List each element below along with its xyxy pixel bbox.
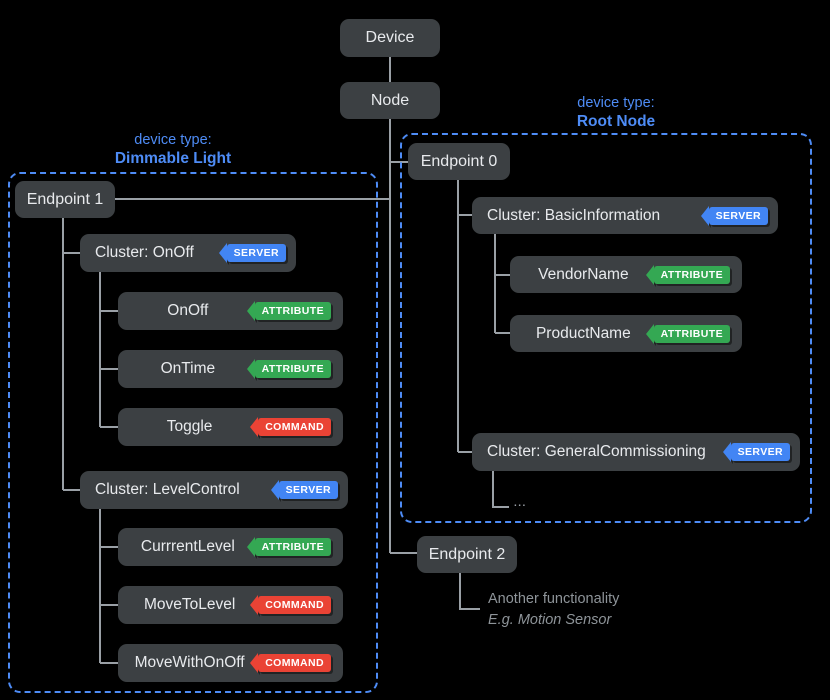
row-currrentlevel: CurrrentLevel ATTRIBUTE (118, 528, 343, 566)
attribute-badge: ATTRIBUTE (653, 265, 730, 284)
server-badge: SERVER (708, 206, 768, 225)
caption-line1: device type: (577, 95, 655, 111)
ellipsis-text: ... (514, 498, 527, 509)
box-label: Cluster: BasicInformation (487, 206, 661, 224)
box-label: Device (365, 29, 415, 46)
caption-line2: Dimmable Light (114, 150, 232, 168)
attribute-badge: ATTRIBUTE (653, 324, 730, 343)
cluster-levelcontrol-box: Cluster: LevelControl SERVER (80, 471, 348, 509)
command-badge: COMMAND (258, 596, 331, 614)
cluster-onoff-box: Cluster: OnOff SERVER (80, 234, 296, 272)
group-dimmable-light-outline (8, 172, 378, 693)
box-label: Cluster: OnOff (95, 244, 194, 261)
command-badge: COMMAND (258, 418, 331, 436)
box-label: VendorName (538, 265, 629, 283)
box-label: Toggle (166, 418, 213, 435)
box-label: MoveWithOnOff (134, 654, 245, 671)
box-label: OnTime (160, 360, 216, 377)
box-label: Cluster: GeneralCommissioning (487, 443, 706, 460)
server-badge: SERVER (730, 443, 790, 461)
row-toggle: Toggle COMMAND (118, 408, 343, 446)
device-box: Device (340, 19, 440, 57)
group-root-node-outline (400, 133, 812, 523)
attribute-badge: ATTRIBUTE (254, 302, 331, 320)
row-productname: ProductName ATTRIBUTE (510, 315, 742, 352)
box-label: MoveToLevel (143, 596, 236, 613)
box-label: Cluster: LevelControl (95, 481, 240, 498)
server-badge: SERVER (226, 244, 286, 262)
box-label: OnOff (167, 302, 209, 319)
cluster-basicinformation-box: Cluster: BasicInformation SERVER (472, 197, 778, 234)
command-badge: COMMAND (258, 654, 331, 672)
attribute-badge: ATTRIBUTE (254, 360, 331, 378)
box-label: Endpoint 1 (26, 190, 104, 208)
caption-root-node: device type: Root Node (481, 94, 751, 132)
box-label: Endpoint 2 (428, 545, 506, 563)
endpoint-2-box: Endpoint 2 (417, 536, 517, 573)
caption-dimmable-light: device type: Dimmable Light (38, 131, 308, 169)
row-onoff: OnOff ATTRIBUTE (118, 292, 343, 330)
node-box: Node (340, 82, 440, 119)
attribute-badge: ATTRIBUTE (254, 538, 331, 556)
box-label: Endpoint 0 (420, 152, 498, 170)
row-movetolevel: MoveToLevel COMMAND (118, 586, 343, 624)
endpoint-0-box: Endpoint 0 (408, 143, 510, 180)
caption-line2: Root Node (576, 113, 656, 131)
note-line2: E.g. Motion Sensor (488, 612, 612, 629)
caption-line1: device type: (134, 132, 212, 148)
row-ontime: OnTime ATTRIBUTE (118, 350, 343, 388)
server-badge: SERVER (278, 481, 338, 499)
row-vendorname: VendorName ATTRIBUTE (510, 256, 742, 293)
endpoint-1-box: Endpoint 1 (15, 181, 115, 218)
row-movewithonoff: MoveWithOnOff COMMAND (118, 644, 343, 682)
box-label: ProductName (535, 324, 631, 342)
box-label: CurrrentLevel (140, 538, 235, 555)
box-label: Node (370, 91, 410, 109)
endpoint-2-note: Another functionality E.g. Motion Sensor (488, 589, 708, 631)
cluster-generalcommissioning-box: Cluster: GeneralCommissioning SERVER (472, 433, 800, 471)
note-line1: Another functionality (488, 591, 620, 607)
